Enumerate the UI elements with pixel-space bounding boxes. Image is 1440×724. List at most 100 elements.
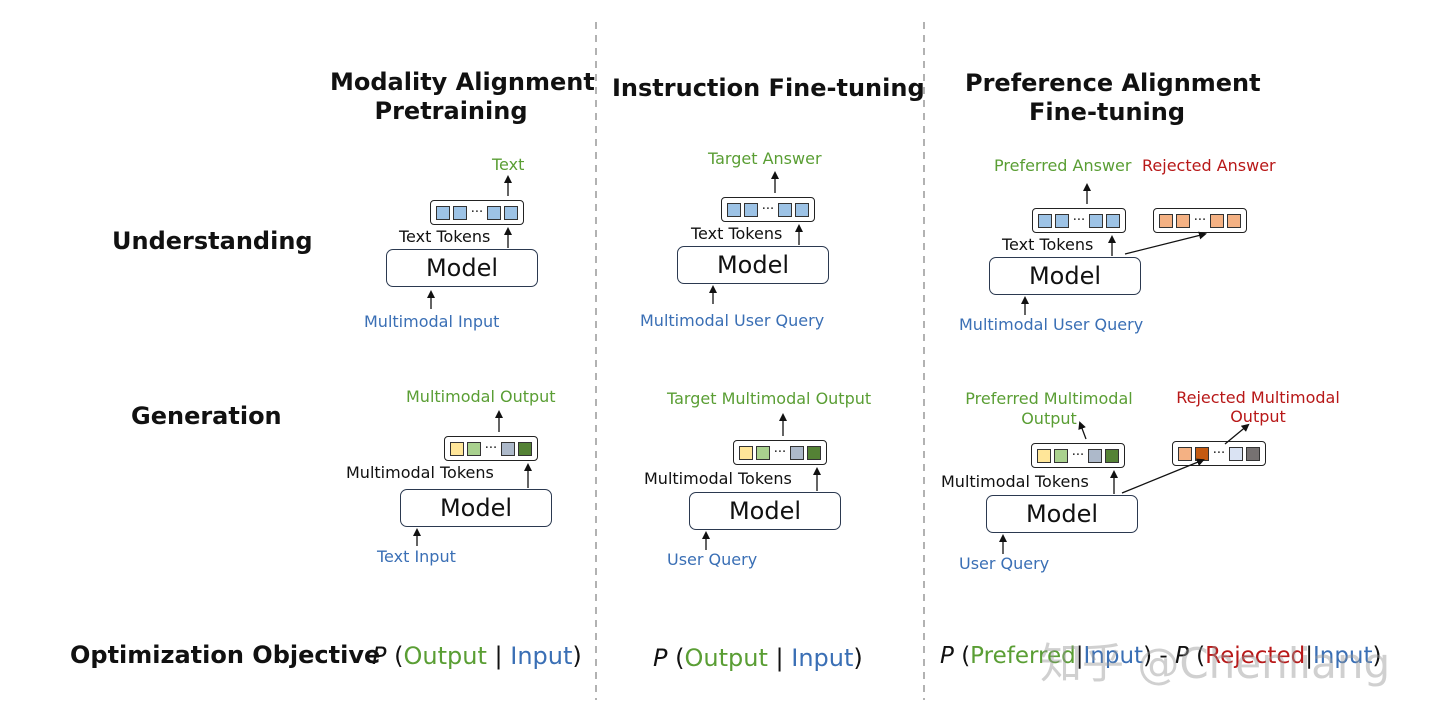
model-box: Model	[986, 495, 1138, 533]
paren-open: (	[394, 642, 404, 670]
output-term: Output	[403, 642, 487, 670]
input-term: Input	[791, 644, 854, 672]
token-square	[1088, 448, 1102, 463]
token-square	[504, 205, 518, 220]
text-tokens-label: Text Tokens	[399, 227, 491, 246]
user-query-label: User Query	[959, 554, 1050, 573]
user-query-label: User Query	[667, 550, 758, 569]
rejected-token-group: ···	[1153, 208, 1247, 233]
objective-pretraining: P (Output | Input)	[372, 642, 582, 670]
given-bar: |	[494, 642, 503, 670]
rejected-token-output-arrow	[1224, 423, 1250, 445]
input-term: Input	[1312, 643, 1373, 669]
token-square	[727, 202, 741, 217]
multimodal-input-label: Multimodal Input	[364, 312, 500, 331]
multimodal-user-query-label: Multimodal User Query	[640, 311, 825, 330]
token-square	[487, 205, 501, 220]
token-square	[436, 205, 450, 220]
token-square	[450, 441, 464, 456]
prob-symbol: P	[940, 643, 954, 669]
token-square	[1178, 446, 1192, 461]
token-square	[795, 202, 809, 217]
rejected-output-arrow	[1121, 458, 1205, 494]
ellipsis: ···	[773, 444, 787, 460]
output-term: Output	[684, 644, 768, 672]
preferred-term: Preferred	[970, 643, 1076, 669]
token-square	[518, 441, 532, 456]
token-square	[1246, 446, 1260, 461]
token-square	[1089, 213, 1103, 228]
preferred-answer-label: Preferred Answer	[994, 156, 1132, 175]
paren-open: (	[1196, 643, 1206, 669]
token-square	[1105, 448, 1119, 463]
token-square	[790, 445, 804, 460]
input-term: Input	[1083, 643, 1144, 669]
text-output-label: Text	[492, 155, 525, 174]
token-square	[1054, 448, 1068, 463]
token-square	[1159, 213, 1173, 228]
input-term: Input	[510, 642, 573, 670]
model-box: Model	[677, 246, 829, 284]
column-title-pretraining: Modality Alignment Pretraining	[330, 68, 595, 125]
column-title-instruction: Instruction Fine-tuning	[612, 74, 925, 102]
model-box: Model	[386, 249, 538, 287]
row-title-objective: Optimization Objective	[70, 641, 381, 669]
text-tokens-label: Text Tokens	[1002, 235, 1094, 254]
prob-symbol: P	[372, 642, 387, 670]
preferred-multimodal-output-label: Preferred Multimodal Output	[965, 389, 1133, 428]
token-square	[501, 441, 515, 456]
text-input-label: Text Input	[377, 547, 456, 566]
ellipsis: ···	[1212, 445, 1226, 461]
multimodal-tokens-label: Multimodal Tokens	[346, 463, 494, 482]
token-square	[1106, 213, 1120, 228]
target-multimodal-output-label: Target Multimodal Output	[667, 389, 872, 408]
row-title-generation: Generation	[131, 402, 282, 430]
token-square	[453, 205, 467, 220]
paren-open: (	[961, 643, 971, 669]
text-token-group: ···	[430, 200, 524, 225]
rejected-output-arrow	[1124, 231, 1207, 255]
paren-close: )	[1143, 643, 1153, 669]
text-token-group: ···	[721, 197, 815, 222]
rejected-multimodal-output-label: Rejected Multimodal Output	[1176, 388, 1340, 426]
objective-preference: P (Preferred|Input) - P (Rejected|Input)	[940, 643, 1382, 669]
paren-open: (	[675, 644, 685, 672]
token-square	[467, 441, 481, 456]
token-square	[744, 202, 758, 217]
paren-close: )	[1372, 643, 1382, 669]
rejected-answer-label: Rejected Answer	[1142, 156, 1276, 175]
multimodal-tokens-label: Multimodal Tokens	[644, 469, 792, 488]
token-square	[739, 445, 753, 460]
rejected-multimodal-token-group: ···	[1172, 441, 1266, 466]
prob-symbol: P	[653, 644, 668, 672]
given-bar: |	[1305, 643, 1313, 669]
token-square	[778, 202, 792, 217]
paren-close: )	[572, 642, 582, 670]
multimodal-token-group: ···	[733, 440, 827, 465]
token-square	[807, 445, 821, 460]
model-box: Model	[689, 492, 841, 530]
minus-sign: -	[1152, 643, 1175, 669]
multimodal-tokens-label: Multimodal Tokens	[941, 472, 1089, 491]
token-square	[1210, 213, 1224, 228]
multimodal-token-group: ···	[444, 436, 538, 461]
row-title-understanding: Understanding	[112, 227, 313, 255]
preferred-token-group: ···	[1032, 208, 1126, 233]
ellipsis: ···	[1071, 447, 1085, 463]
token-output-arrow	[1078, 421, 1087, 440]
ellipsis: ···	[470, 204, 484, 220]
target-answer-label: Target Answer	[708, 149, 822, 168]
objective-instruction: P (Output | Input)	[653, 644, 863, 672]
watermark: 知乎 @Chenliang	[1040, 639, 1391, 688]
given-bar: |	[775, 644, 784, 672]
token-square	[1227, 213, 1241, 228]
preferred-multimodal-token-group: ···	[1031, 443, 1125, 468]
token-square	[1038, 213, 1052, 228]
model-box: Model	[400, 489, 552, 527]
paren-close: )	[853, 644, 863, 672]
ellipsis: ···	[1072, 212, 1086, 228]
rejected-term: Rejected	[1205, 643, 1306, 669]
ellipsis: ···	[1193, 212, 1207, 228]
token-square	[756, 445, 770, 460]
token-square	[1229, 446, 1243, 461]
